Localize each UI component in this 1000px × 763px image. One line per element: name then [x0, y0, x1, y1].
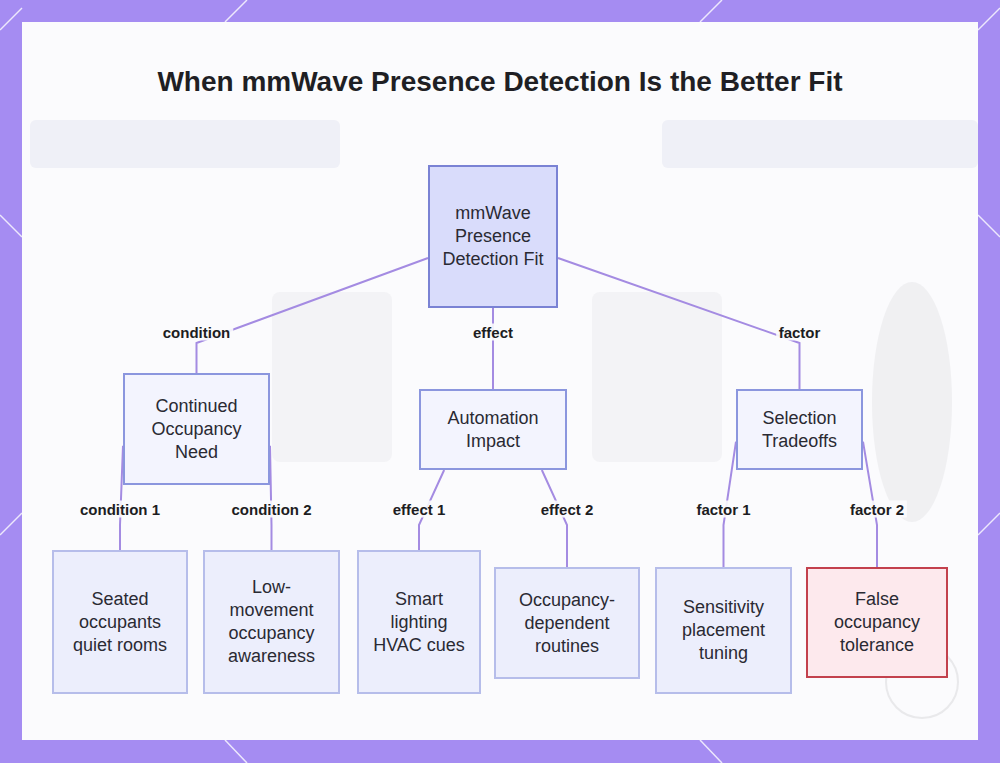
category-box: Selection Tradeoffs	[736, 389, 863, 470]
node-text: Continued Occupancy Need	[131, 395, 262, 464]
edge-label: factor	[776, 324, 824, 341]
edge-label: condition	[160, 324, 234, 341]
detail-box: Seated occupants quiet rooms	[52, 550, 188, 694]
edge-label: factor 2	[847, 501, 907, 518]
node-text-group: Seated occupants quiet rooms	[60, 588, 180, 657]
node-text: mmWave Presence Detection Fit	[436, 202, 550, 271]
node-text-group: Selection Tradeoffs	[744, 407, 855, 453]
node-text-group: Sensitivity placement tuning	[663, 596, 784, 665]
detail-box: Occupancy-dependent routines	[494, 567, 640, 679]
edge-label: effect	[470, 324, 516, 341]
node-text: Sensitivity placement tuning	[663, 596, 784, 665]
node-text: Seated occupants quiet rooms	[60, 588, 180, 657]
root-box: mmWave Presence Detection Fit	[428, 165, 558, 308]
edge-label: condition 2	[229, 501, 315, 518]
node-text: Automation Impact	[427, 407, 559, 453]
connector-line	[197, 258, 429, 373]
detail-box: Smart lighting HVAC cues	[357, 550, 481, 694]
detail-box: Low-movement occupancy awareness	[203, 550, 340, 694]
edge-label: effect 1	[390, 501, 449, 518]
category-box: Automation Impact	[419, 389, 567, 470]
diagram-title: When mmWave Presence Detection Is the Be…	[150, 66, 850, 98]
connector-line	[492, 308, 494, 389]
edge-label: condition 1	[77, 501, 163, 518]
node-text: Low-movement occupancy awareness	[211, 576, 332, 668]
category-box: Continued Occupancy Need	[123, 373, 270, 485]
node-text: False occupancy tolerance	[814, 588, 940, 657]
node-text-group: mmWave Presence Detection Fit	[436, 202, 550, 271]
node-text: Occupancy-dependent routines	[502, 589, 632, 658]
detail-box: Sensitivity placement tuning	[655, 567, 792, 694]
node-text-group: Continued Occupancy Need	[131, 395, 262, 464]
connector-line	[270, 446, 272, 550]
edge-label: factor 1	[693, 501, 753, 518]
node-text-group: Smart lighting HVAC cues	[365, 588, 473, 657]
connector-line	[558, 258, 800, 389]
node-text-group: Low-movement occupancy awareness	[211, 576, 332, 668]
node-text: Smart lighting HVAC cues	[365, 588, 473, 657]
node-text-group: Occupancy-dependent routines	[502, 589, 632, 658]
detail-box: False occupancy tolerance	[806, 567, 948, 678]
node-text: Selection Tradeoffs	[744, 407, 855, 453]
connector-line	[542, 470, 567, 567]
node-text-group: Automation Impact	[427, 407, 559, 453]
edge-label: effect 2	[538, 501, 597, 518]
node-text-group: False occupancy tolerance	[814, 588, 940, 657]
